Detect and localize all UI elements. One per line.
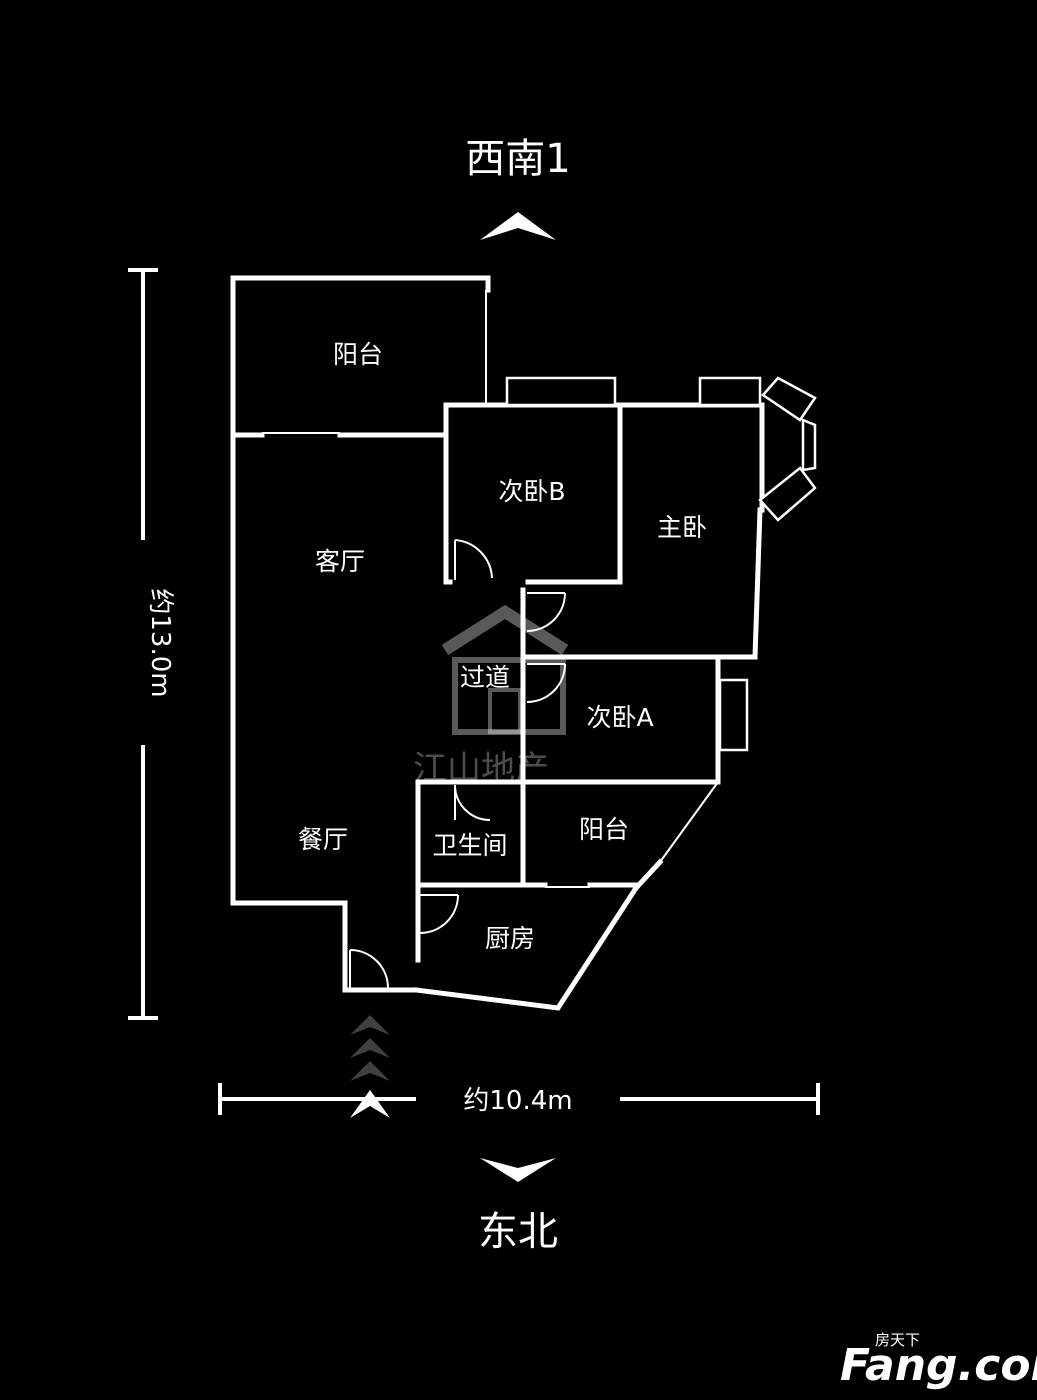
brand-logo: Fang.com [840,1340,1037,1391]
room-label-balcony-top: 阳台 [333,340,383,369]
room-label-corridor: 过道 [460,663,510,692]
agency-watermark-logo [441,604,569,735]
room-label-balcony-bottom: 阳台 [579,815,629,844]
horizontal-dimension-label: 约10.4m [463,1086,572,1116]
room-label-bedroom-b: 次卧B [498,477,565,506]
entrance-arrow-icon [350,1015,390,1118]
room-label-living-room: 客厅 [315,547,365,576]
room-label-master-bedroom: 主卧 [657,513,707,542]
windows [505,376,817,752]
direction-bottom-label: 东北 [478,1209,558,1255]
room-label-bedroom-a: 次卧A [586,703,653,732]
room-label-dining-room: 餐厅 [298,825,348,854]
chevron-up-icon [480,212,556,240]
vertical-dimension [128,268,158,1020]
room-label-bathroom: 卫生间 [432,831,507,860]
room-label-kitchen: 厨房 [485,924,535,953]
direction-top-label: 西南1 [465,136,570,182]
agency-watermark-text: 江山地产 [413,749,549,789]
vertical-dimension-label: 约13.0m [145,588,175,697]
doors [349,539,566,990]
horizontal-dimension [218,1083,820,1115]
walls [230,275,765,1011]
chevron-down-icon [480,1158,556,1182]
brand-tagline: 房天下 [875,1331,920,1349]
